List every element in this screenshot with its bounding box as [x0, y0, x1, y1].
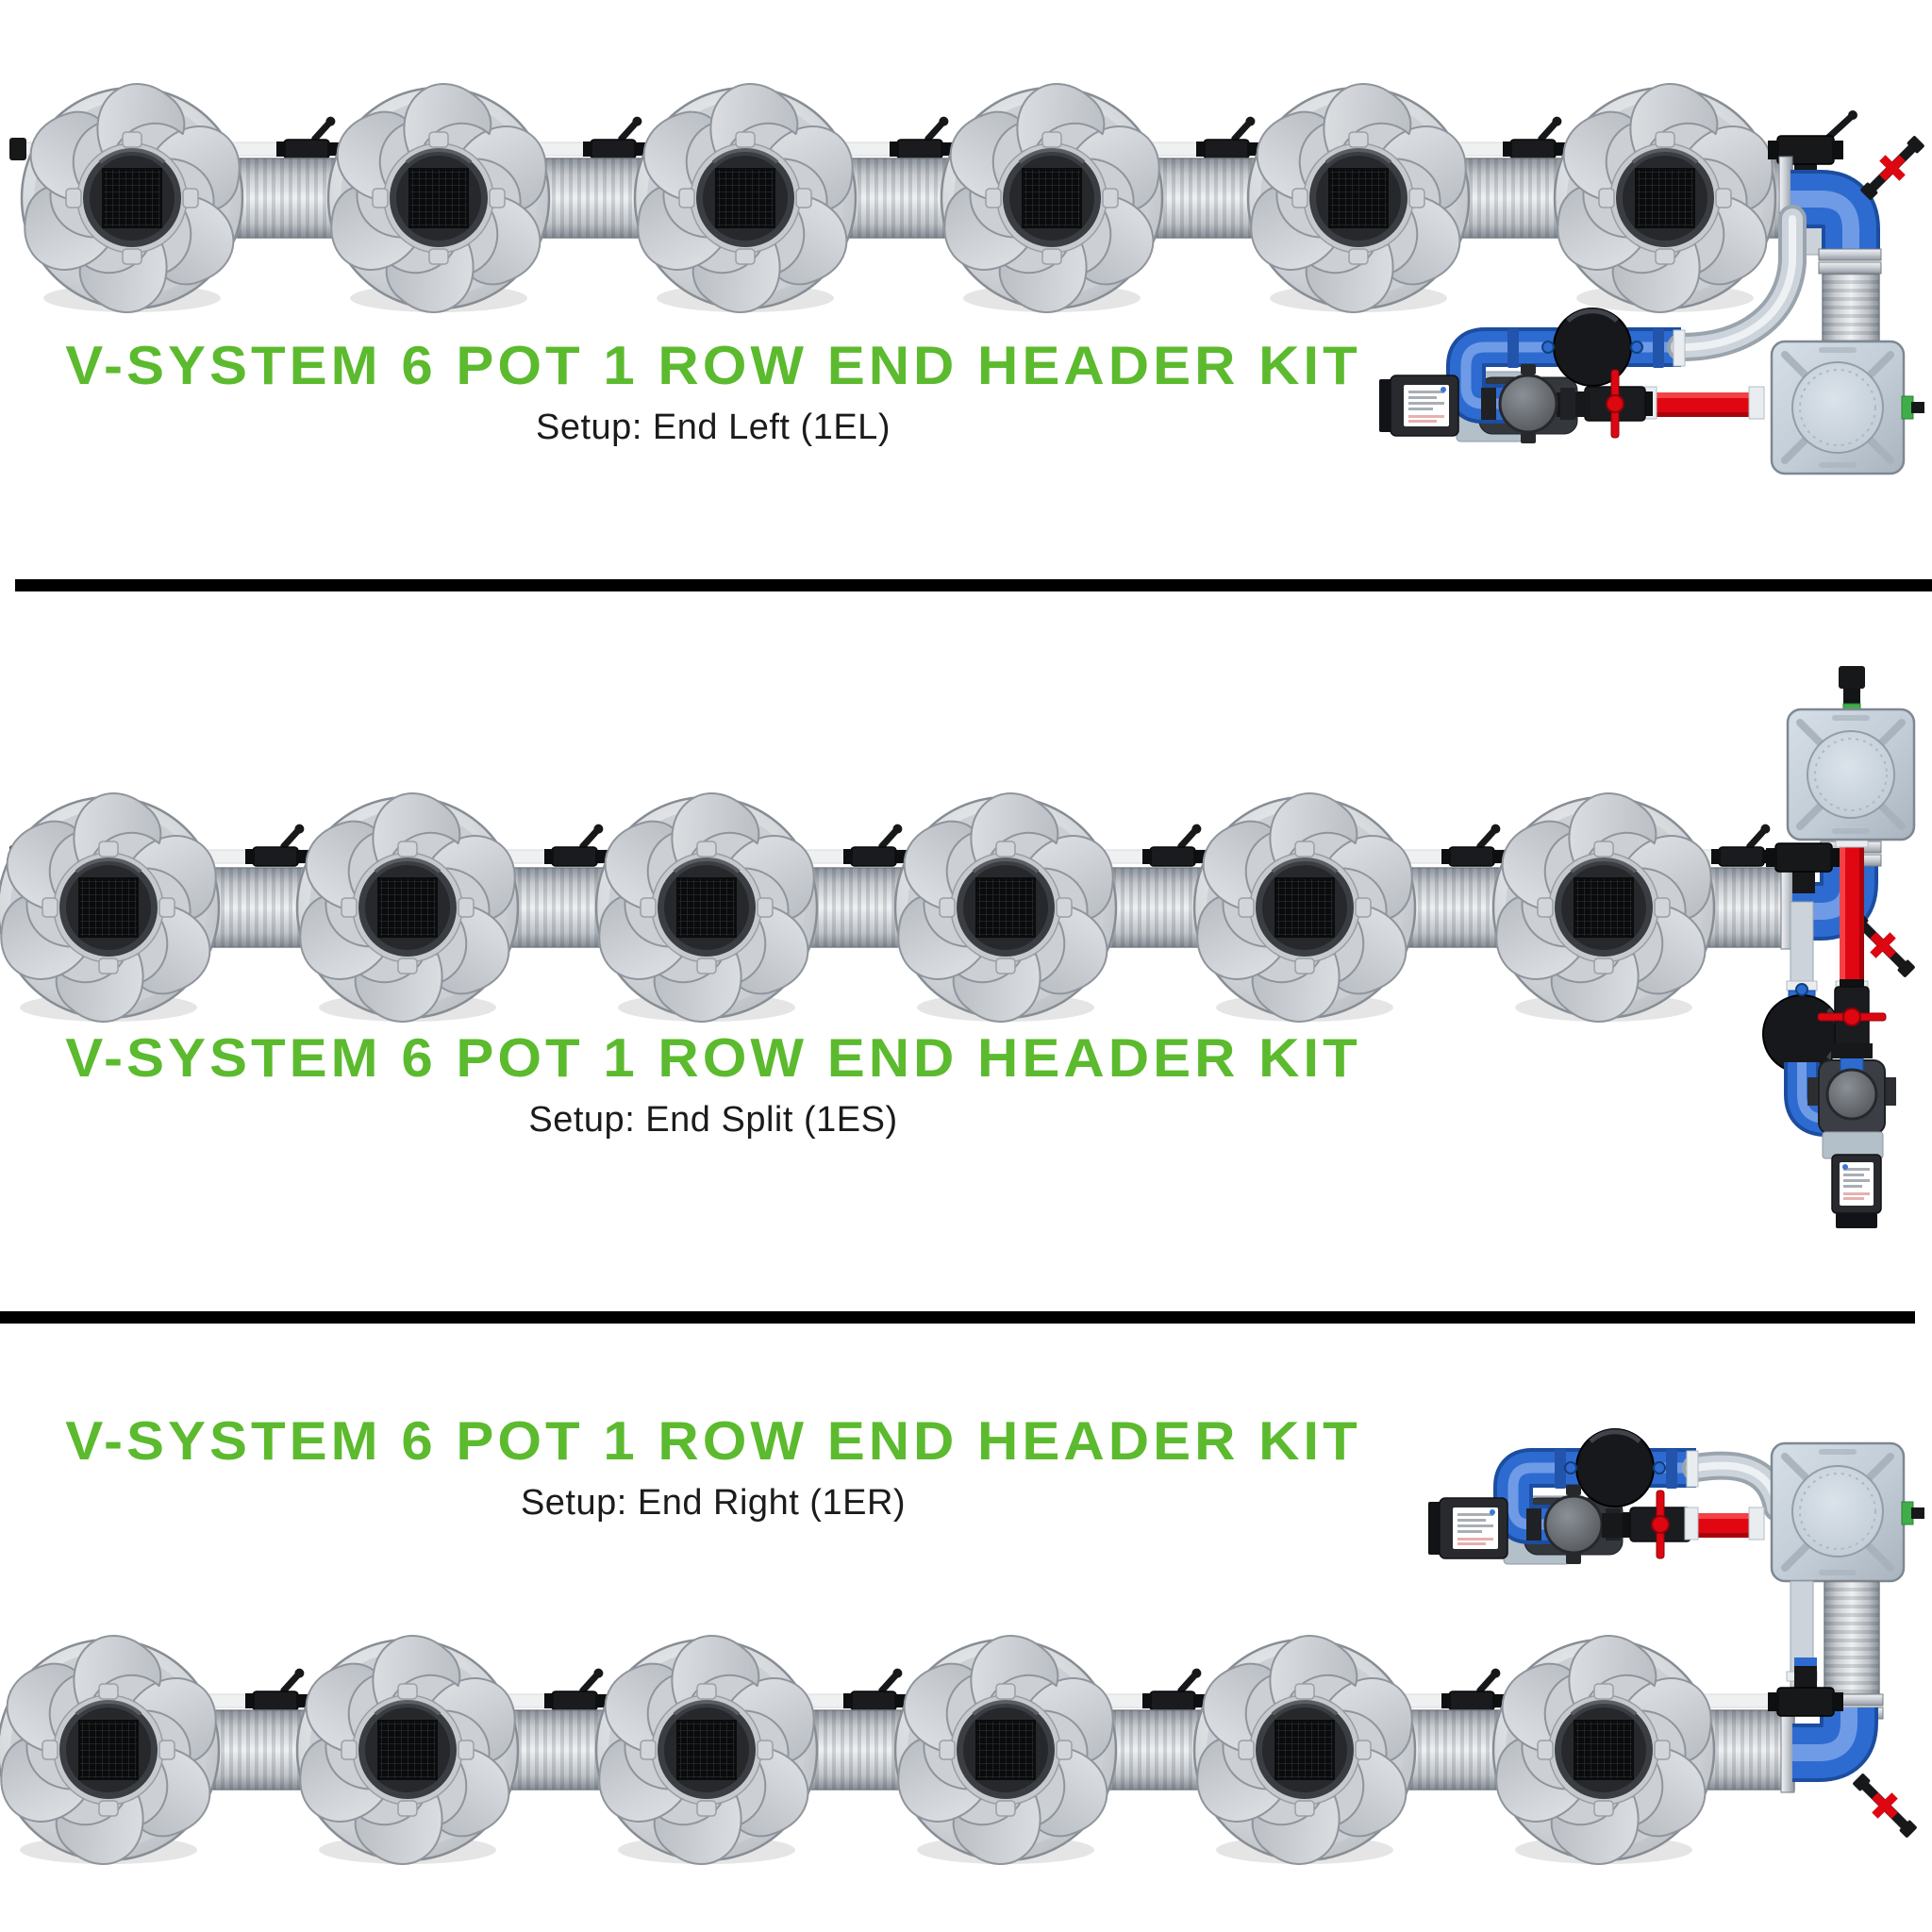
reservoir-lid: [1807, 730, 1895, 819]
feed-line-fitting: [1502, 113, 1568, 159]
feed-line-end-cap: [9, 138, 26, 160]
grow-pot: [288, 1616, 527, 1884]
feed-line-fitting: [543, 1665, 609, 1711]
feed-line-fitting: [1710, 821, 1776, 867]
grow-pot: [1185, 774, 1424, 1041]
drain-valve-fitting: [1847, 1768, 1923, 1843]
header-kit-end-left: [1378, 110, 1930, 475]
feed-line-fitting: [1195, 113, 1261, 159]
red-feed-pipe: [1641, 386, 1765, 420]
reservoir-lid: [1791, 361, 1884, 454]
grow-pot: [587, 774, 826, 1041]
header-kit-end-right: [1427, 1429, 1924, 1843]
panel-end-left-diagram: [9, 64, 1930, 475]
reservoir-tank: [1770, 1441, 1924, 1583]
feed-line-fitting: [543, 821, 609, 867]
panel-end-right-diagram: [0, 1429, 1924, 1884]
blue-pump-pipe: [1446, 327, 1681, 424]
panel-end-split-diagram: [0, 666, 1921, 1228]
grow-pot: [886, 1616, 1125, 1884]
feed-line-fitting: [275, 113, 341, 159]
red-feed-pipe: [1684, 1507, 1765, 1541]
blue-pump-pipe: [1493, 1448, 1696, 1544]
panel-divider: [15, 579, 1932, 591]
feed-line-fitting: [582, 113, 648, 159]
drain-valve-fitting: [1855, 130, 1930, 206]
pump-controller: [1378, 375, 1459, 437]
feed-line-fitting: [842, 821, 908, 867]
reservoir-tank: [1770, 340, 1924, 475]
return-hose: [1667, 205, 1807, 367]
blue-elbow: [1790, 170, 1880, 249]
grow-pot: [1239, 64, 1478, 332]
grow-pot: [1545, 64, 1785, 332]
feed-line-fitting: [244, 1665, 310, 1711]
reservoir-cap-fitting: [1839, 666, 1865, 689]
hose-clamp: [1818, 261, 1882, 275]
feed-line-fitting: [842, 1665, 908, 1711]
pipe-clamp: [1780, 1708, 1795, 1793]
grow-pot: [0, 1616, 228, 1884]
grow-pot: [587, 1616, 826, 1884]
pump-head-disc: [1542, 308, 1642, 386]
grow-pot: [12, 64, 252, 332]
vertical-manifold-pipe: [1822, 273, 1880, 346]
reservoir-tank: [1786, 666, 1916, 841]
feed-line-fitting: [889, 113, 955, 159]
water-pump: [1807, 1052, 1896, 1135]
grow-pot: [886, 774, 1125, 1041]
feed-line-fitting: [1141, 1665, 1208, 1711]
blue-elbow: [1792, 1707, 1878, 1782]
tee-fitting: [1767, 110, 1857, 195]
grow-pot: [288, 774, 527, 1041]
header-kit-end-split: [1763, 666, 1921, 1228]
hose-clamp: [1818, 248, 1882, 261]
feed-line-fitting: [1441, 821, 1507, 867]
grow-pot: [1484, 1616, 1724, 1884]
feed-line-fitting: [244, 821, 310, 867]
panel-divider: [0, 1311, 1915, 1324]
return-hose: [1682, 1450, 1791, 1522]
grow-pot: [0, 774, 228, 1041]
vertical-manifold-pipe: [1824, 1580, 1880, 1695]
feed-line-fitting: [1441, 1665, 1507, 1711]
pump-controller: [1427, 1497, 1508, 1559]
reservoir-lid: [1791, 1465, 1884, 1557]
grow-pot: [625, 64, 865, 332]
grow-pot: [1185, 1616, 1424, 1884]
grow-pot: [319, 64, 558, 332]
grow-pot: [932, 64, 1172, 332]
pump-controller: [1831, 1154, 1882, 1228]
black-flange: [1831, 1043, 1873, 1058]
feed-line-fitting: [1141, 821, 1208, 867]
grow-pot: [1484, 774, 1724, 1041]
red-feed-pipe: [1835, 835, 1869, 992]
